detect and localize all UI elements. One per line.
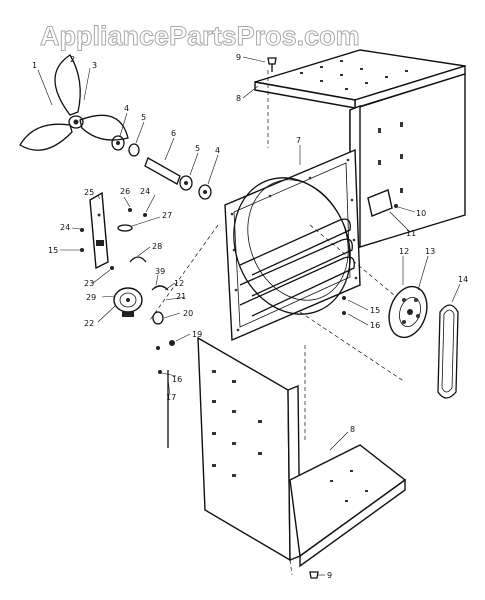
callout: 16 (370, 321, 380, 330)
callout: 26 (120, 187, 130, 196)
callout: 15 (370, 306, 380, 315)
fan-shaft-assembly (111, 135, 212, 200)
callout: 20 (183, 309, 193, 318)
callout: 15 (48, 246, 58, 255)
screws (267, 57, 319, 579)
callout: 4 (124, 104, 129, 113)
leader-lines (37, 56, 461, 576)
fan-blade (19, 54, 129, 151)
watermark: AppliancePartsPros.com (40, 21, 360, 51)
callout: 27 (162, 211, 172, 220)
callout: 3 (92, 61, 97, 70)
callout: 11 (406, 229, 416, 238)
callout: 13 (425, 247, 435, 256)
callout: 23 (84, 279, 94, 288)
callout: 19 (192, 330, 202, 339)
callout: 22 (84, 319, 94, 328)
callout-labels: 1 2 3 4 4 5 5 6 7 8 8 9 9 10 11 12 12 13… (32, 53, 468, 580)
callout: 1 (32, 61, 37, 70)
callout: 39 (155, 267, 165, 276)
callout: 5 (195, 144, 200, 153)
callout: 12 (399, 247, 409, 256)
drive-belt (437, 304, 459, 399)
callout: 25 (84, 188, 94, 197)
callout: 2 (70, 55, 75, 64)
callout: 7 (296, 136, 301, 145)
callout: 5 (141, 113, 146, 122)
blower-motor (113, 287, 143, 317)
callout: 9 (236, 53, 241, 62)
callout: 24 (140, 187, 150, 196)
callout: 17 (166, 393, 176, 402)
callout: 16 (172, 375, 182, 384)
base-panel (197, 336, 407, 568)
hardware-parts (80, 208, 346, 448)
callout: 4 (215, 146, 220, 155)
motor-bracket (89, 191, 109, 270)
callout: 8 (350, 425, 355, 434)
callout: 14 (458, 275, 468, 284)
callout: 8 (236, 94, 241, 103)
callout: 12 (174, 279, 184, 288)
callout: 24 (60, 223, 70, 232)
callout: 10 (416, 209, 426, 218)
fan-shroud-panel (224, 148, 361, 342)
callout: 9 (327, 571, 332, 580)
callout: 6 (171, 129, 176, 138)
callout: 21 (176, 292, 186, 301)
pulley (388, 285, 428, 339)
callout: 29 (86, 293, 96, 302)
callout: 28 (152, 242, 162, 251)
mounting-clip (367, 189, 398, 217)
